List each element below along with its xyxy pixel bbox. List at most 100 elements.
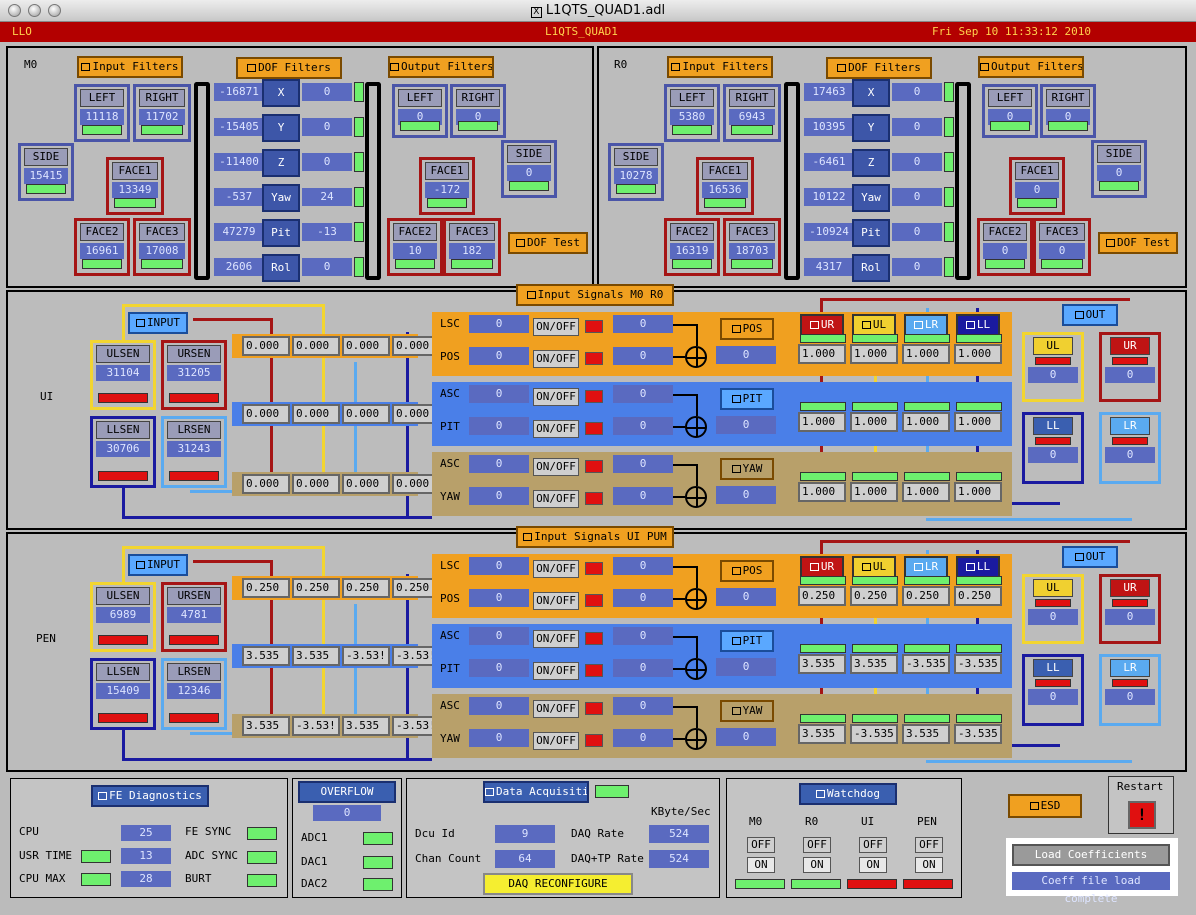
pen-out-matrix-1-1[interactable]: 3.535 (850, 654, 898, 674)
ui-in-matrix-2-0[interactable]: 0.000 (242, 474, 290, 494)
r0-dof-button-z[interactable]: Z (852, 149, 890, 177)
m0-dof-button-yaw[interactable]: Yaw (262, 184, 300, 212)
ui-out-matrix-1-3[interactable]: 1.000 (954, 412, 1002, 432)
pen-in-matrix-2-0[interactable]: 3.535 (242, 716, 290, 736)
pen-in-matrix-1-0[interactable]: 3.535 (242, 646, 290, 666)
pen-out-matrix-2-1[interactable]: -3.535 (850, 724, 898, 744)
m0-dof-button-pit[interactable]: Pit (262, 219, 300, 247)
ui-out-matrix-2-1[interactable]: 1.000 (850, 482, 898, 502)
pen-in-matrix-0-0[interactable]: 0.250 (242, 578, 290, 598)
esd-button[interactable]: ESD (1008, 794, 1082, 818)
daq-reconfigure-button[interactable]: DAQ RECONFIGURE (483, 873, 633, 895)
pen-out-matrix-2-3[interactable]: -3.535 (954, 724, 1002, 744)
ui-out-matrix-0-1[interactable]: 1.000 (850, 344, 898, 364)
pen-out-matrix-1-0[interactable]: 3.535 (798, 654, 846, 674)
watchdog-on-button[interactable]: ON (747, 857, 775, 873)
onoff-a-button[interactable]: ON/OFF (533, 630, 579, 648)
onoff-b-button[interactable]: ON/OFF (533, 420, 579, 438)
pen-in-matrix-2-2[interactable]: 3.535 (342, 716, 390, 736)
watchdog-on-button[interactable]: ON (915, 857, 943, 873)
pen-in-matrix-0-2[interactable]: 0.250 (342, 578, 390, 598)
ui-out-matrix-2-2[interactable]: 1.000 (902, 482, 950, 502)
ui-in-matrix-1-1[interactable]: 0.000 (292, 404, 340, 424)
pen-out-button[interactable]: OUT (1062, 546, 1118, 568)
watchdog-on-button[interactable]: ON (859, 857, 887, 873)
pen-out-matrix-0-3[interactable]: 0.250 (954, 586, 1002, 606)
r0-input-filters-button[interactable]: Input Filters (667, 56, 773, 78)
restart-button[interactable]: ! (1128, 801, 1156, 829)
ui-in-matrix-2-2[interactable]: 0.000 (342, 474, 390, 494)
minimize-window-button[interactable] (28, 4, 41, 17)
watchdog-off-button[interactable]: OFF (859, 837, 887, 853)
pen-out-matrix-1-2[interactable]: -3.535 (902, 654, 950, 674)
r0-dof-button-yaw[interactable]: Yaw (852, 184, 890, 212)
pen-in-matrix-0-3[interactable]: 0.250 (392, 578, 440, 598)
pen-out-matrix-2-0[interactable]: 3.535 (798, 724, 846, 744)
onoff-a-button[interactable]: ON/OFF (533, 458, 579, 476)
r0-dof-test-button[interactable]: DOF Test (1098, 232, 1178, 254)
onoff-b-button[interactable]: ON/OFF (533, 592, 579, 610)
pen-out-matrix-1-3[interactable]: -3.535 (954, 654, 1002, 674)
pen-dof-pos-button[interactable]: POS (720, 560, 774, 582)
ui-dof-pit-button[interactable]: PIT (720, 388, 774, 410)
zoom-window-button[interactable] (48, 4, 61, 17)
ui-in-matrix-0-2[interactable]: 0.000 (342, 336, 390, 356)
watchdog-button[interactable]: Watchdog (799, 783, 897, 805)
r0-dof-button-pit[interactable]: Pit (852, 219, 890, 247)
m0-dof-button-y[interactable]: Y (262, 114, 300, 142)
m0-out-face1[interactable]: FACE1-172 (419, 157, 475, 215)
m0-dof-filters-button[interactable]: DOF Filters (236, 57, 342, 79)
ui-input-button[interactable]: INPUT (128, 312, 188, 334)
pen-dof-yaw-button[interactable]: YAW (720, 700, 774, 722)
onoff-a-button[interactable]: ON/OFF (533, 560, 579, 578)
m0-dof-button-x[interactable]: X (262, 79, 300, 107)
pen-dof-pit-button[interactable]: PIT (720, 630, 774, 652)
ui-in-matrix-1-0[interactable]: 0.000 (242, 404, 290, 424)
ui-title-button[interactable]: Input Signals M0 R0 (516, 284, 674, 306)
ui-dof-pos-button[interactable]: POS (720, 318, 774, 340)
onoff-a-button[interactable]: ON/OFF (533, 700, 579, 718)
ui-in-matrix-2-1[interactable]: 0.000 (292, 474, 340, 494)
onoff-b-button[interactable]: ON/OFF (533, 490, 579, 508)
r0-dof-button-y[interactable]: Y (852, 114, 890, 142)
pen-in-matrix-2-3[interactable]: -3.53! (392, 716, 440, 736)
load-coefficients-button[interactable]: Load Coefficients (1012, 844, 1170, 866)
m0-dof-button-rol[interactable]: Rol (262, 254, 300, 282)
m0-dof-button-z[interactable]: Z (262, 149, 300, 177)
m0-output-filters-button[interactable]: Output Filters (388, 56, 494, 78)
ui-in-matrix-0-0[interactable]: 0.000 (242, 336, 290, 356)
onoff-b-button[interactable]: ON/OFF (533, 662, 579, 680)
pen-osem-ll-button[interactable]: LL (956, 556, 1000, 578)
ui-out-matrix-0-0[interactable]: 1.000 (798, 344, 846, 364)
ui-in-matrix-0-1[interactable]: 0.000 (292, 336, 340, 356)
watchdog-off-button[interactable]: OFF (747, 837, 775, 853)
onoff-a-button[interactable]: ON/OFF (533, 318, 579, 336)
ui-in-matrix-1-2[interactable]: 0.000 (342, 404, 390, 424)
close-window-button[interactable] (8, 4, 21, 17)
ui-osem-ur-button[interactable]: UR (800, 314, 844, 336)
data-acquisition-button[interactable]: Data Acquisitio (483, 781, 589, 803)
pen-input-button[interactable]: INPUT (128, 554, 188, 576)
pen-in-matrix-1-1[interactable]: 3.535 (292, 646, 340, 666)
